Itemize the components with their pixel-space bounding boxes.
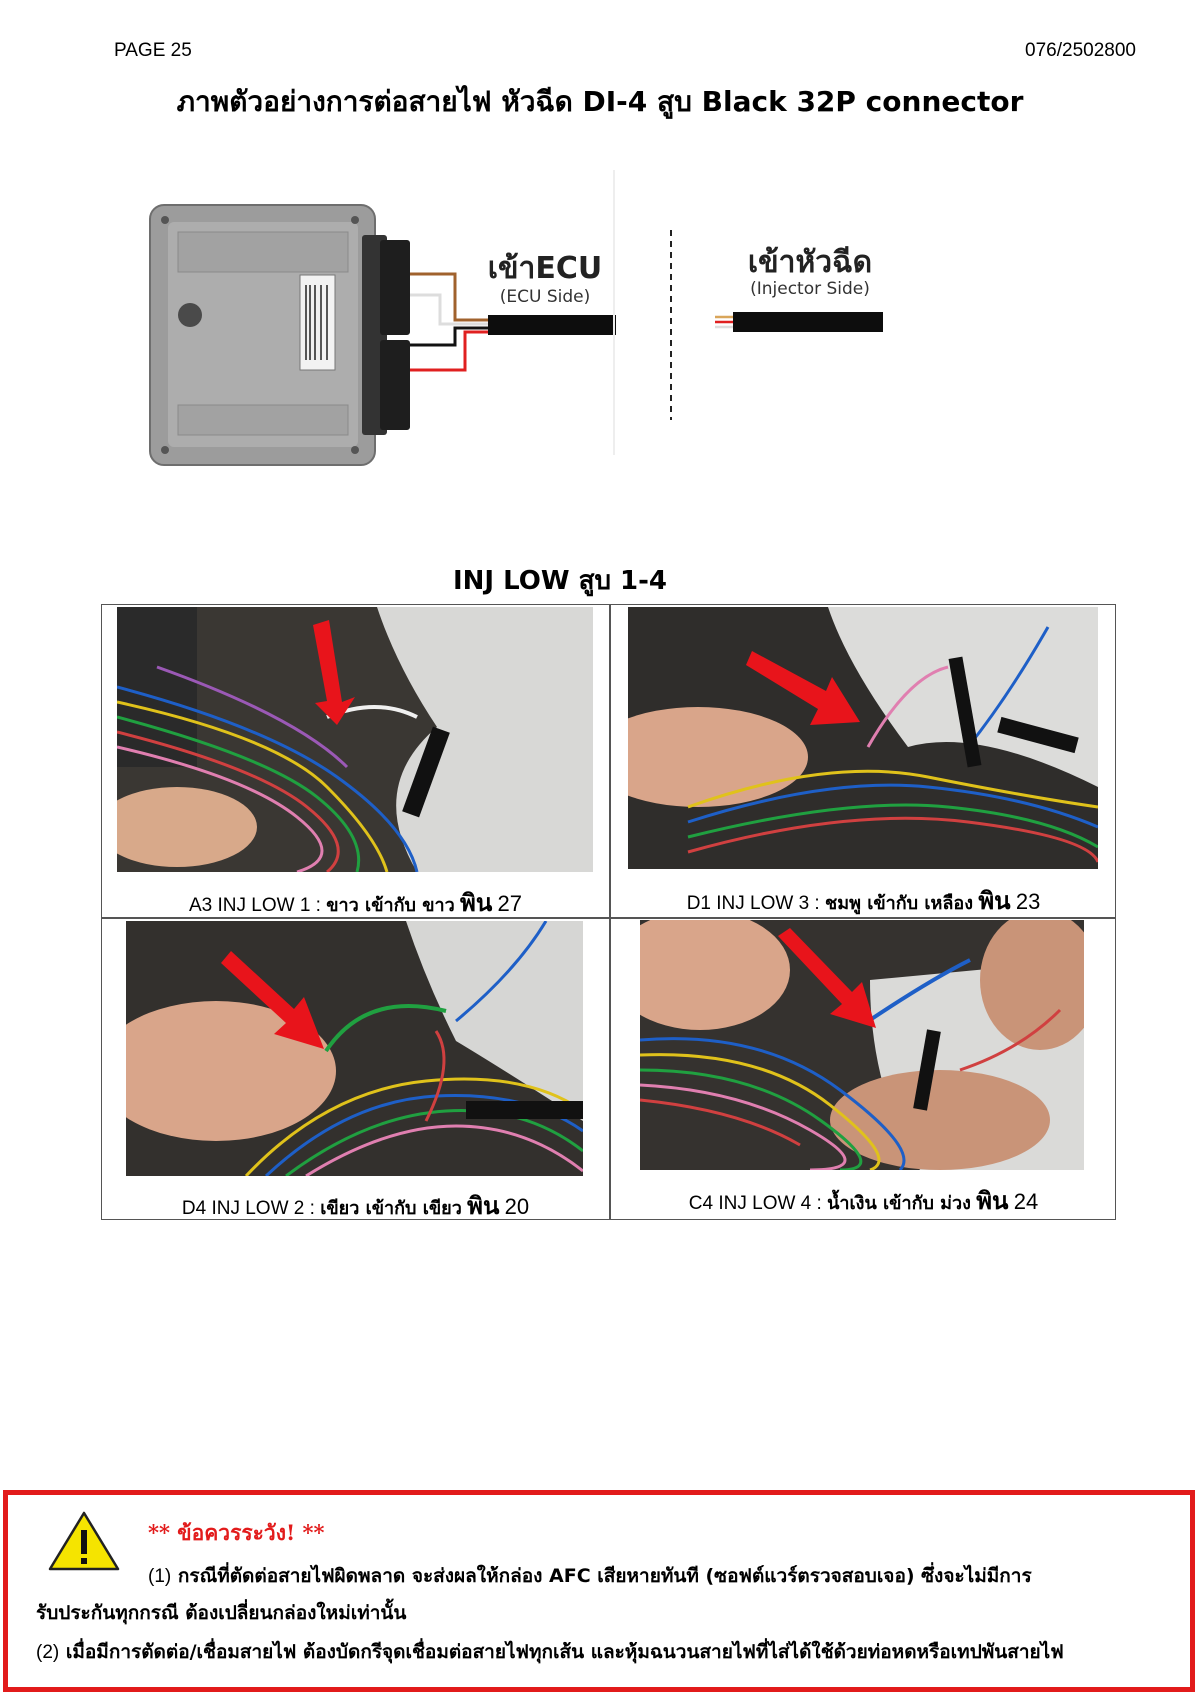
warning-title: ** ข้อควรระวัง! ** <box>148 1520 325 1545</box>
injector-side-wires <box>715 315 735 329</box>
warning-item-number: (2) <box>36 1642 60 1663</box>
document-code: 076/2502800 <box>1025 40 1136 61</box>
caption-pin-number: 24 <box>1013 1189 1039 1214</box>
caption-pin-number: 27 <box>497 891 522 916</box>
warning-line-2: (2) เมื่อมีการตัดต่อ/เชื่อมสายไฟ ต้องบัด… <box>36 1637 1064 1667</box>
caption-prefix: C4 INJ LOW 4 : <box>688 1193 822 1214</box>
photo-caption: C4 INJ LOW 4 : น้ำเงิน เข้ากับ ม่วง พิน … <box>610 1181 1117 1220</box>
caption-description: น้ำเงิน เข้ากับ ม่วง <box>827 1193 971 1214</box>
section-title: INJ LOW สูบ 1-4 <box>452 566 668 596</box>
caption-pin-word: พิน <box>978 887 1011 915</box>
ecu-unit-graphic <box>149 204 410 466</box>
warning-line-1: (1) กรณีที่ตัดต่อสายไฟผิดพลาด จะส่งผลให้… <box>148 1561 1032 1591</box>
photo-caption: A3 INJ LOW 1 : ขาว เข้ากับ ขาว พิน 27 <box>102 883 609 922</box>
injector-side-label: เข้าหัวฉีด <box>748 245 872 280</box>
ecu-side-label: เข้าECU <box>488 251 602 286</box>
wiring-photo <box>126 921 583 1176</box>
red-arrow <box>221 951 324 1049</box>
ecu-diagram-svg: เข้าECU (ECU Side) เข้าหัวฉีด (Injector … <box>149 170 883 466</box>
photo-caption: D1 INJ LOW 3 : ชมพู เข้ากับ เหลือง พิน 2… <box>610 881 1117 920</box>
caption-pin-number: 23 <box>1015 889 1041 914</box>
page-number: PAGE 25 <box>114 40 192 61</box>
wiring-photo <box>640 920 1084 1170</box>
wiring-photo <box>117 607 593 872</box>
wiring-photo-grid: A3 INJ LOW 1 : ขาว เข้ากับ ขาว พิน 27 <box>101 604 1116 1220</box>
ecu-side-sublabel: (ECU Side) <box>500 287 591 307</box>
warning-item-text: เมื่อมีการตัดต่อ/เชื่อมสายไฟ ต้องบัดกรีจ… <box>65 1641 1064 1663</box>
caption-pin-word: พิน <box>976 1187 1009 1215</box>
caption-description: ขาว เข้ากับ ขาว <box>326 895 455 916</box>
warning-line-1-cont: รับประกันทุกกรณี ต้องเปลี่ยนกล่องใหม่เท่… <box>36 1602 407 1624</box>
photo-cell-inj-low-1: A3 INJ LOW 1 : ขาว เข้ากับ ขาว พิน 27 <box>102 605 609 917</box>
caption-pin-word: พิน <box>460 889 493 917</box>
caption-pin-word: พิน <box>467 1192 500 1220</box>
photo-cell-inj-low-2: D4 INJ LOW 2 : เขียว เข้ากับ เขียว พิน 2… <box>102 918 609 1221</box>
grid-divider-vertical <box>609 605 611 1219</box>
warning-item-number: (1) <box>148 1566 172 1587</box>
red-arrow <box>746 651 860 725</box>
caption-prefix: D4 INJ LOW 2 : <box>181 1198 315 1219</box>
injector-side-cable <box>733 312 883 332</box>
red-arrow <box>778 928 876 1028</box>
photo-cell-inj-low-3: D1 INJ LOW 3 : ชมพู เข้ากับ เหลือง พิน 2… <box>610 605 1117 917</box>
grid-divider-horizontal <box>102 917 1115 919</box>
warning-box: ** ข้อควรระวัง! ** (1) กรณีที่ตัดต่อสายไ… <box>3 1490 1195 1692</box>
injector-side-sublabel: (Injector Side) <box>750 279 870 299</box>
red-arrow <box>313 620 355 725</box>
warning-triangle-icon <box>48 1510 120 1572</box>
page-title: ภาพตัวอย่างการต่อสายไฟ หัวฉีด DI-4 สูบ B… <box>176 85 1024 118</box>
caption-description: เขียว เข้ากับ เขียว <box>320 1198 462 1219</box>
photo-caption: D4 INJ LOW 2 : เขียว เข้ากับ เขียว พิน 2… <box>102 1186 609 1225</box>
ecu-side-cable <box>488 315 616 335</box>
caption-pin-number: 20 <box>504 1194 530 1219</box>
wiring-photo <box>628 607 1098 869</box>
caption-prefix: A3 INJ LOW 1 : <box>188 895 321 916</box>
warning-item-text: กรณีที่ตัดต่อสายไฟผิดพลาด จะส่งผลให้กล่อ… <box>177 1565 1032 1587</box>
ecu-wiring-diagram: เข้าECU (ECU Side) เข้าหัวฉีด (Injector … <box>130 170 970 490</box>
caption-prefix: D1 INJ LOW 3 : <box>686 893 820 914</box>
ecu-side-wires <box>410 272 492 372</box>
caption-description: ชมพู เข้ากับ เหลือง <box>825 893 974 914</box>
photo-cell-inj-low-4: C4 INJ LOW 4 : น้ำเงิน เข้ากับ ม่วง พิน … <box>610 918 1117 1221</box>
